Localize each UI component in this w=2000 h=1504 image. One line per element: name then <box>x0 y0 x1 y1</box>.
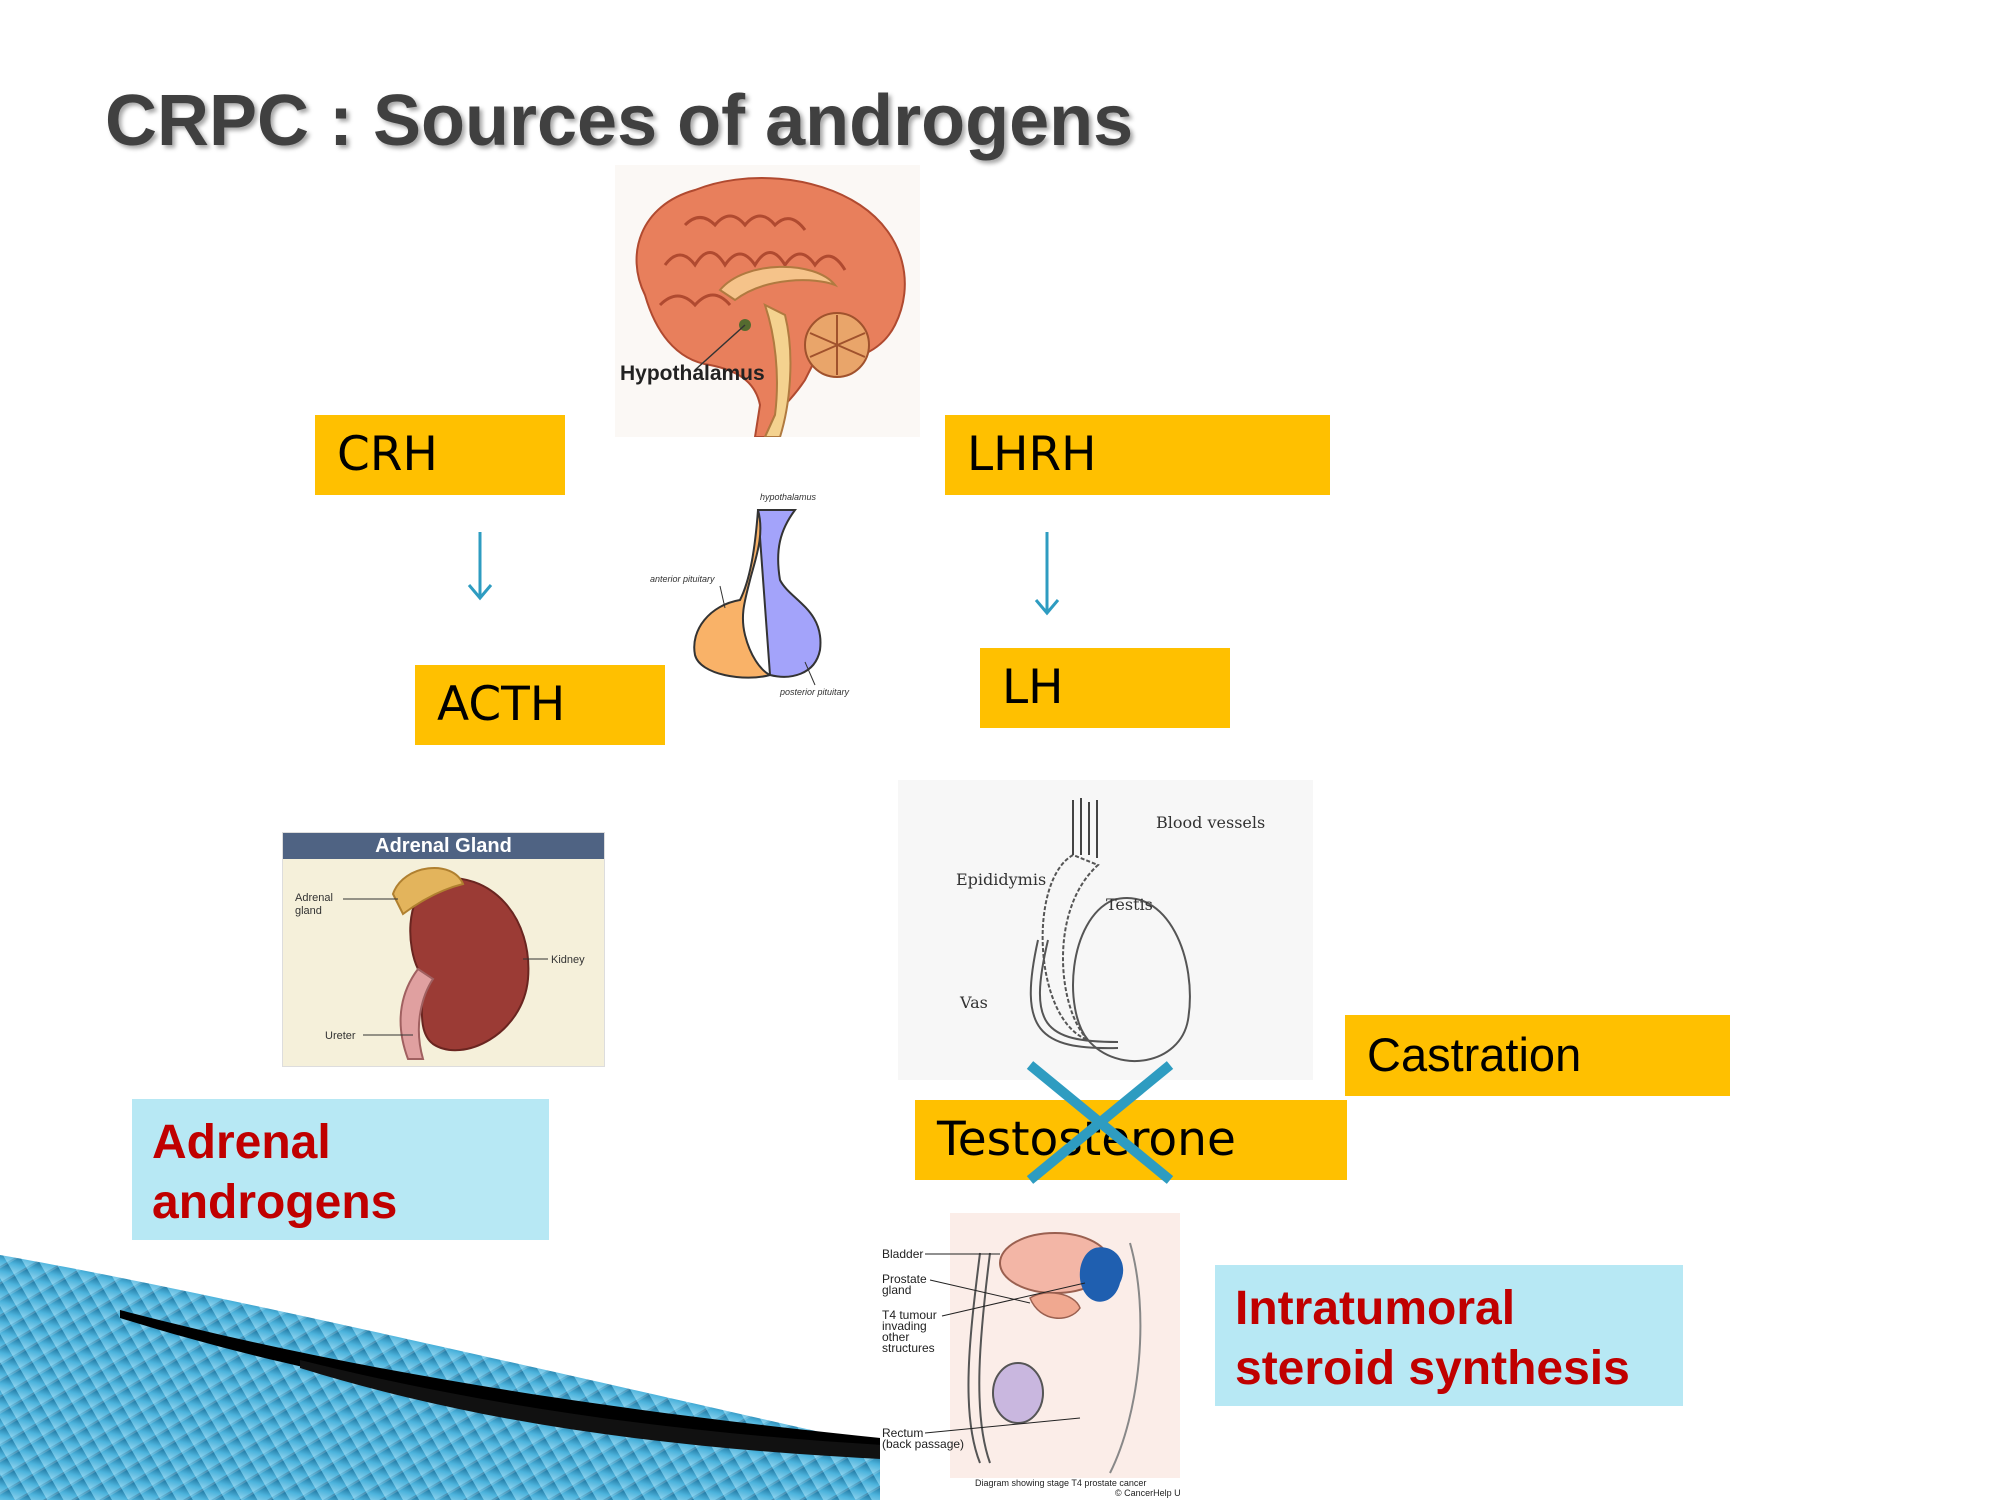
corner-swoosh <box>0 1255 900 1500</box>
prostate-label-1: Prostate <box>882 1272 927 1286</box>
prostate-image: Bladder Prostate gland T4 tumour invadin… <box>880 1213 1187 1500</box>
rectum-label-1: Rectum <box>882 1426 923 1440</box>
kidney-label: Kidney <box>551 954 585 966</box>
brain-image: Hypothalamus <box>615 165 920 438</box>
pit-anterior-label: anterior pituitary <box>650 574 715 584</box>
tumour-label-4: structures <box>882 1341 935 1355</box>
tumour-label-3: other <box>882 1330 909 1344</box>
adrenal-gland-label-2: gland <box>295 905 322 917</box>
prostate-caption-1: Diagram showing stage T4 prostate cancer <box>975 1478 1146 1488</box>
pit-hypothalamus-label: hypothalamus <box>760 492 817 502</box>
rectum-label-2: (back passage) <box>882 1437 964 1451</box>
arrow-crh-acth <box>467 532 493 601</box>
intratumoral-synthesis-box: Intratumoral steroid synthesis <box>1215 1265 1683 1406</box>
prostate-label-2: gland <box>882 1283 911 1297</box>
lhrh-box: LHRH <box>945 415 1330 495</box>
cross-mark-icon <box>1026 1061 1174 1184</box>
tumour-label-2: invading <box>882 1319 927 1333</box>
vas-label: Vas <box>959 993 988 1012</box>
castration-box: Castration <box>1345 1015 1730 1096</box>
adrenal-gland-image: Adrenal Gland Adrenal gland Kidney Urete… <box>282 832 605 1067</box>
adrenal-gland-label-1: Adrenal <box>295 892 333 904</box>
bladder-label: Bladder <box>882 1247 923 1261</box>
adrenal-androgens-line-1: Adrenal <box>152 1116 331 1169</box>
acth-box: ACTH <box>415 665 665 745</box>
blood-vessels-label: Blood vessels <box>1156 813 1265 832</box>
ureter-label: Ureter <box>325 1030 356 1042</box>
intratumoral-line-1: Intratumoral <box>1235 1282 1516 1335</box>
adrenal-androgens-box: Adrenal androgens <box>132 1099 549 1240</box>
crh-box: CRH <box>315 415 565 495</box>
slide-title: CRPC : Sources of androgens <box>105 81 1134 161</box>
testosterone-box: Testosterone <box>915 1100 1347 1180</box>
lh-box: LH <box>980 648 1230 728</box>
intratumoral-line-2: steroid synthesis <box>1235 1342 1630 1395</box>
pit-posterior-label: posterior pituitary <box>779 687 850 697</box>
arrow-lhrh-lh <box>1034 532 1060 616</box>
prostate-caption-2: © CancerHelp UK <box>1115 1488 1180 1498</box>
testis-image: Blood vessels Epididymis Testis Vas <box>898 780 1313 1080</box>
tumour-label-1: T4 tumour <box>882 1308 937 1322</box>
adrenal-androgens-line-2: androgens <box>152 1176 398 1229</box>
epididymis-label: Epididymis <box>956 870 1046 889</box>
pituitary-diagram: hypothalamus anterior pituitary posterio… <box>650 490 880 705</box>
testis-label: Testis <box>1106 895 1153 914</box>
adrenal-image-header: Adrenal Gland <box>283 833 604 859</box>
hypothalamus-label: Hypothalamus <box>620 362 765 385</box>
